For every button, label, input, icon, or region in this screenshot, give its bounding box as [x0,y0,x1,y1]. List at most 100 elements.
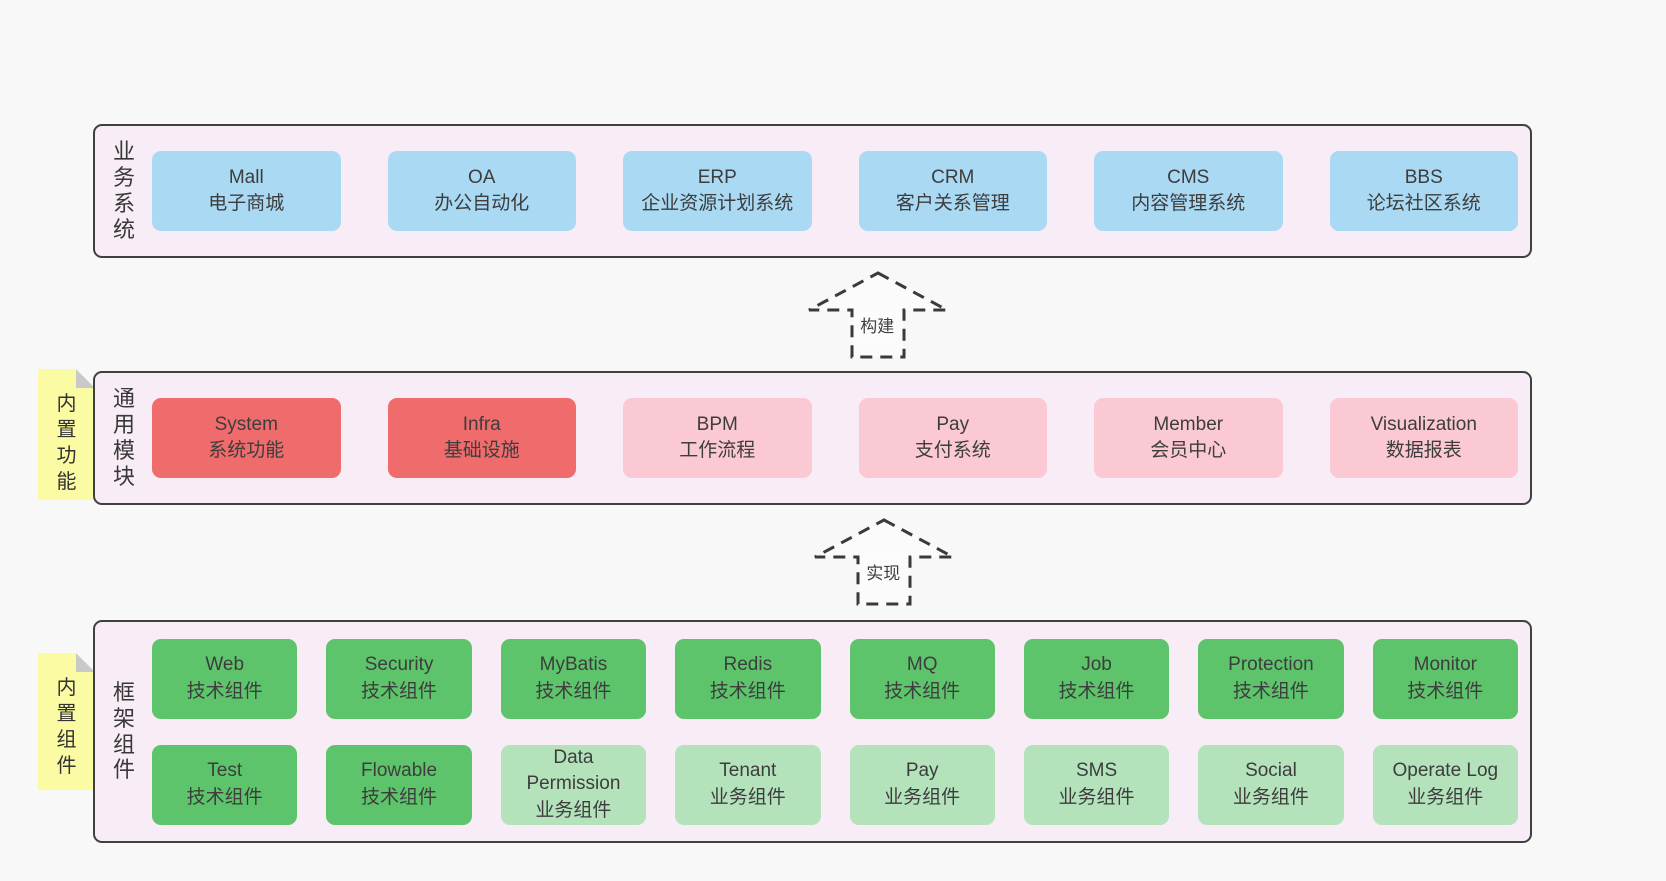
box-desc: 基础设施 [443,440,520,461]
implement-arrow-label: 实现 [863,559,904,584]
box-title: CMS [1167,166,1210,188]
box-title: Flowable [361,760,438,782]
box-title: MyBatis [539,654,608,676]
build-arrow: 构建 [806,270,950,360]
box-desc: 技术组件 [186,680,263,702]
box-oa: OA 办公自动化 [387,151,576,231]
box-title: Web [205,654,245,676]
box-title: MQ [906,654,938,676]
box-title: Pay [905,760,939,782]
box-monitor: Monitor 技术组件 [1372,638,1518,719]
box-desc: 企业资源计划系统 [641,193,794,214]
box-desc: 技术组件 [361,680,438,702]
box-sms: SMS 业务组件 [1023,744,1170,825]
box-title: BPM [696,413,738,435]
box-operate-log: Operate Log 业务组件 [1372,744,1518,825]
sticky-built-in-features: 内置功能 [38,369,95,500]
box-pay: Pay 业务组件 [849,744,995,825]
box-desc: 技术组件 [535,680,612,702]
box-desc: 技术组件 [709,680,786,702]
box-title: Visualization [1370,413,1477,435]
box-web: Web 技术组件 [152,638,298,719]
band-business-systems: 业务系统 Mall 电子商城 OA 办公自动化 ERP 企业资源计划系统 CRM 客户关系管理… [93,124,1532,258]
box-desc: 电子商城 [208,193,285,214]
box-test: Test 技术组件 [152,744,298,825]
box-title: Operate Log [1392,760,1499,782]
box-desc: 技术组件 [361,786,438,808]
box-data-permission: Data Permission 业务组件 [500,744,647,825]
box-security: Security 技术组件 [326,638,472,719]
box-desc: 会员中心 [1150,440,1227,461]
box-title: Monitor [1413,654,1477,676]
box-tenant: Tenant 业务组件 [675,744,821,825]
box-title: CRM [931,166,975,188]
box-desc: 业务组件 [1232,786,1309,808]
box-bpm: BPM 工作流程 [623,398,812,478]
box-title: Test [207,760,243,782]
box-flowable: Flowable 技术组件 [326,744,472,825]
box-social: Social 业务组件 [1198,744,1344,825]
box-mall: Mall 电子商城 [152,151,341,231]
box-desc: 工作流程 [679,440,756,461]
box-title: Tenant [719,760,777,782]
box-bbs: BBS 论坛社区系统 [1329,151,1518,231]
box-desc: 客户关系管理 [895,193,1010,214]
box-job: Job 技术组件 [1023,638,1170,719]
box-redis: Redis 技术组件 [675,638,821,719]
implement-arrow: 实现 [812,517,956,607]
box-title: Member [1153,413,1224,435]
box-title: Mall [228,166,264,188]
box-desc: 数据报表 [1385,440,1462,461]
box-mq: MQ 技术组件 [849,638,995,719]
band-business-systems-label: 业务系统 [112,139,135,242]
box-title: SMS [1075,760,1118,782]
box-member: Member 会员中心 [1094,398,1283,478]
box-desc: 技术组件 [1232,680,1309,702]
sticky-built-in-features-label: 内置功能 [56,393,77,493]
box-desc: 办公自动化 [434,193,530,214]
box-desc: 技术组件 [1407,680,1484,702]
box-desc: 论坛社区系统 [1366,193,1481,214]
box-title: ERP [697,166,737,188]
box-visualization: Visualization 数据报表 [1329,398,1518,478]
box-title: OA [468,166,496,188]
band-common-modules-label: 通用模块 [112,386,135,489]
box-desc: 业务组件 [884,786,961,808]
box-title: BBS [1404,166,1443,188]
box-title: Social [1245,760,1297,782]
box-title: Job [1081,654,1112,676]
box-title: System [214,413,278,435]
box-erp: ERP 企业资源计划系统 [623,151,812,231]
box-desc: 支付系统 [914,440,991,461]
box-desc: 业务组件 [1407,786,1484,808]
box-desc: 业务组件 [1058,786,1135,808]
box-desc: 技术组件 [186,786,263,808]
box-crm: CRM 客户关系管理 [858,151,1047,231]
box-mybatis: MyBatis 技术组件 [500,638,647,719]
box-desc: 技术组件 [1058,680,1135,702]
box-infra: Infra 基础设施 [387,398,576,478]
box-title: Redis [723,654,773,676]
band-framework-components-label: 框架组件 [112,679,135,783]
box-title: Infra [462,413,501,435]
box-desc: 技术组件 [884,680,961,702]
box-desc: 业务组件 [535,799,612,821]
box-pay: Pay 支付系统 [858,398,1047,478]
sticky-built-in-components: 内置组件 [38,653,95,790]
box-title: Data Permission [526,747,621,795]
box-title: Pay [936,413,970,435]
box-title: Security [364,654,434,676]
build-arrow-label: 构建 [857,312,898,337]
sticky-built-in-components-label: 内置组件 [56,677,77,777]
box-desc: 业务组件 [709,786,786,808]
